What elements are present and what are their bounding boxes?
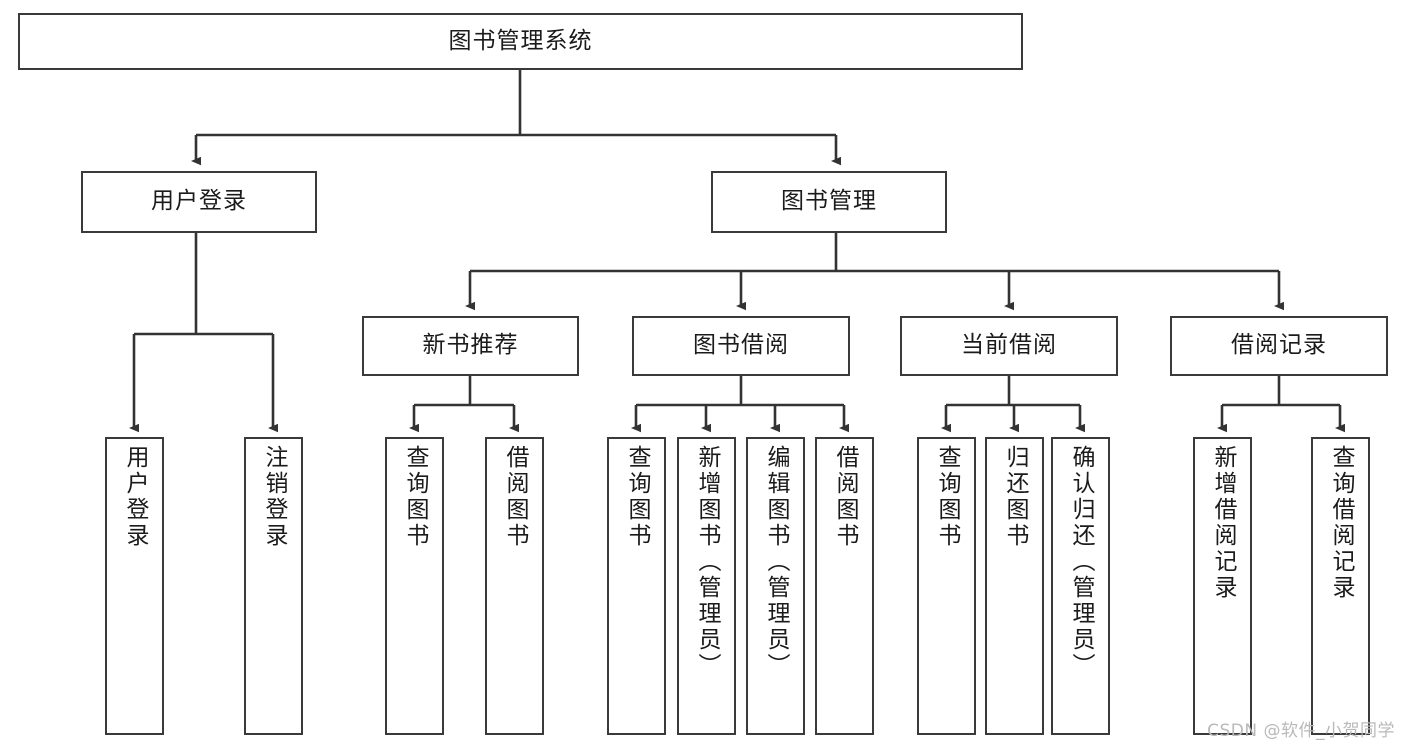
node-book-borrow[interactable]: 图书借阅 — [632, 316, 850, 376]
node-leaf-label: 借阅图书 — [832, 445, 858, 549]
node-leaf-current-borrow-1[interactable]: 查询图书 — [917, 437, 976, 735]
node-leaf-label: 注销登录 — [261, 445, 287, 549]
node-new-book-recommend-label: 新书推荐 — [422, 332, 519, 359]
node-leaf-user-login-2[interactable]: 注销登录 — [244, 437, 303, 735]
node-leaf-book-borrow-1[interactable]: 查询图书 — [607, 437, 666, 735]
node-leaf-label: 查询图书 — [402, 445, 428, 549]
node-leaf-label: 编辑图书（管理员） — [763, 445, 789, 679]
node-leaf-book-borrow-3[interactable]: 编辑图书（管理员） — [746, 437, 805, 735]
node-book-manage[interactable]: 图书管理 — [711, 171, 947, 233]
node-leaf-user-login-1[interactable]: 用户登录 — [105, 437, 164, 735]
node-borrow-record[interactable]: 借阅记录 — [1170, 316, 1388, 376]
node-leaf-label: 归还图书 — [1002, 445, 1028, 549]
node-leaf-label: 借阅图书 — [502, 445, 528, 549]
node-leaf-label: 新增图书（管理员） — [694, 445, 720, 679]
node-borrow-record-label: 借阅记录 — [1231, 332, 1327, 359]
node-leaf-label: 新增借阅记录 — [1210, 445, 1236, 601]
node-current-borrow[interactable]: 当前借阅 — [900, 316, 1118, 376]
node-leaf-label: 查询图书 — [934, 445, 960, 549]
node-leaf-new-book-2[interactable]: 借阅图书 — [485, 437, 544, 735]
node-current-borrow-label: 当前借阅 — [961, 332, 1057, 359]
node-root[interactable]: 图书管理系统 — [18, 13, 1023, 70]
node-leaf-label: 查询图书 — [624, 445, 650, 549]
node-leaf-label: 用户登录 — [122, 445, 148, 549]
node-leaf-current-borrow-3[interactable]: 确认归还（管理员） — [1051, 437, 1110, 735]
node-book-borrow-label: 图书借阅 — [693, 332, 789, 359]
node-leaf-new-book-1[interactable]: 查询图书 — [385, 437, 444, 735]
node-root-label: 图书管理系统 — [448, 27, 593, 54]
node-leaf-book-borrow-4[interactable]: 借阅图书 — [815, 437, 874, 735]
node-book-manage-label: 图书管理 — [781, 188, 877, 215]
node-leaf-borrow-record-1[interactable]: 新增借阅记录 — [1193, 437, 1252, 735]
node-new-book-recommend[interactable]: 新书推荐 — [362, 316, 579, 376]
node-user-login[interactable]: 用户登录 — [81, 171, 317, 233]
node-leaf-book-borrow-2[interactable]: 新增图书（管理员） — [677, 437, 736, 735]
node-leaf-borrow-record-2[interactable]: 查询借阅记录 — [1311, 437, 1370, 735]
node-leaf-current-borrow-2[interactable]: 归还图书 — [985, 437, 1044, 735]
node-leaf-label: 确认归还（管理员） — [1068, 445, 1094, 679]
node-user-login-label: 用户登录 — [151, 188, 247, 215]
node-leaf-label: 查询借阅记录 — [1328, 445, 1354, 601]
